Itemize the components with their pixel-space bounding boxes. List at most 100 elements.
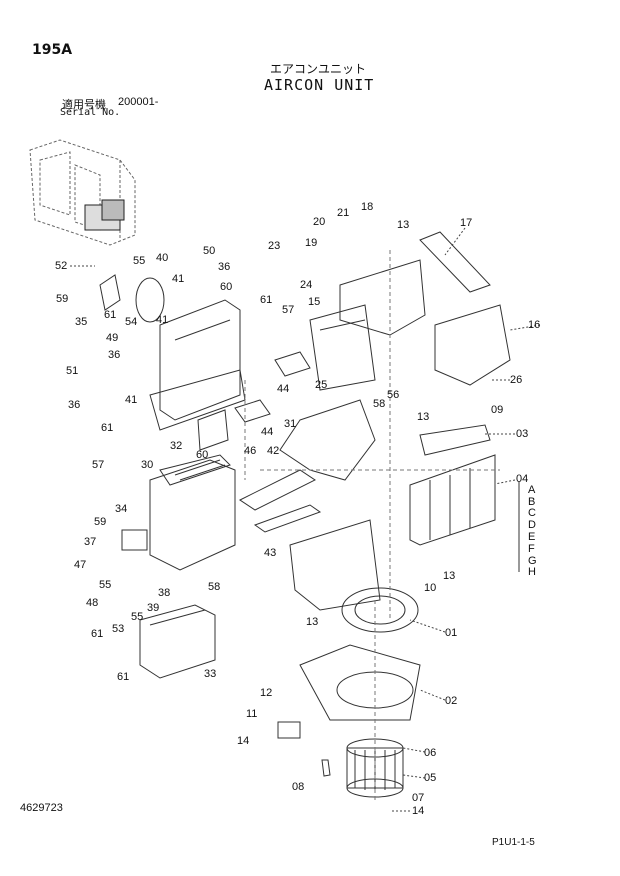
callout-60: 60 [196, 449, 209, 461]
callout-56: 56 [387, 389, 400, 401]
callout-51: 51 [66, 365, 79, 377]
callout-02: 02 [445, 695, 458, 707]
variant-b: B [528, 496, 536, 508]
callout-46: 46 [244, 445, 257, 457]
callout-36: 36 [218, 261, 231, 273]
callout-36: 36 [108, 349, 121, 361]
page-title: AIRCON UNIT [264, 76, 375, 94]
callout-09: 09 [491, 404, 504, 416]
page-code: 195A [32, 42, 73, 58]
callout-57: 57 [92, 459, 105, 471]
variant-a: A [528, 484, 536, 496]
callout-16: 16 [528, 319, 541, 331]
resistor-11 [277, 721, 301, 739]
callout-43: 43 [264, 547, 277, 559]
callout-55: 55 [133, 255, 146, 267]
callout-42: 42 [267, 445, 280, 457]
heater-core-33 [139, 604, 216, 679]
assembly-guide-lines [244, 250, 500, 800]
upper-case-15 [339, 259, 426, 336]
callout-38: 38 [158, 587, 171, 599]
variant-e: E [528, 531, 536, 543]
duct-30 [149, 454, 236, 571]
lower-case-02 [299, 644, 421, 721]
variant-f: F [528, 543, 535, 555]
callout-23: 23 [268, 240, 281, 252]
variant-h: H [528, 566, 536, 578]
damper-40 [135, 277, 165, 323]
filter-17 [419, 231, 491, 293]
plate-43 [253, 504, 322, 533]
callout-34: 34 [115, 503, 128, 515]
callout-17: 17 [460, 217, 473, 229]
callout-10: 10 [424, 582, 437, 594]
callout-61: 61 [260, 294, 273, 306]
callout-14: 14 [412, 805, 425, 817]
callout-13: 13 [417, 411, 430, 423]
serial-number-value: 200001- [118, 96, 159, 108]
callout-11: 11 [246, 708, 258, 720]
callout-41: 41 [156, 314, 169, 326]
callout-48: 48 [86, 597, 99, 609]
variant-g: G [528, 555, 537, 567]
callout-37: 37 [84, 536, 97, 548]
callout-41: 41 [125, 394, 138, 406]
callout-55: 55 [131, 611, 144, 623]
callout-07: 07 [412, 792, 425, 804]
callout-06: 06 [424, 747, 437, 759]
callout-57: 57 [282, 304, 295, 316]
callout-41: 41 [172, 273, 185, 285]
document-number: 4629723 [20, 802, 63, 814]
serial-label-japanese: 適用号機 [62, 98, 106, 111]
serial-label: Serial No. [60, 107, 121, 118]
callout-12: 12 [260, 687, 273, 699]
door-44a [274, 351, 311, 377]
callout-32: 32 [170, 440, 183, 452]
callout-13: 13 [306, 616, 319, 628]
callout-49: 49 [106, 332, 119, 344]
callout-61: 61 [104, 309, 117, 321]
callout-47: 47 [74, 559, 87, 571]
callout-14: 14 [237, 735, 250, 747]
variant-c: C [528, 507, 536, 519]
callout-44: 44 [261, 426, 274, 438]
blower-case-01 [289, 519, 419, 633]
bracket-35 [99, 274, 121, 311]
callout-04: 04 [516, 473, 529, 485]
callout-15: 15 [308, 296, 321, 308]
title-japanese: エアコンユニット [270, 62, 367, 76]
callout-44: 44 [277, 383, 290, 395]
callout-30: 30 [141, 459, 154, 471]
callout-59: 59 [56, 293, 69, 305]
filter-25 [309, 304, 376, 391]
callout-21: 21 [337, 207, 350, 219]
callout-53: 53 [112, 623, 125, 635]
callout-31: 31 [284, 418, 297, 430]
callout-03: 03 [516, 428, 529, 440]
callout-39: 39 [147, 602, 160, 614]
callout-19: 19 [305, 237, 318, 249]
callout-50: 50 [203, 245, 216, 257]
cover-03 [419, 424, 491, 456]
callout-52: 52 [55, 260, 68, 272]
callout-36: 36 [68, 399, 81, 411]
case-left-32 [149, 299, 246, 431]
callout-61: 61 [101, 422, 114, 434]
leader-lines [70, 227, 541, 812]
callout-18: 18 [361, 201, 374, 213]
page-reference: P1U1-1-5 [492, 837, 535, 848]
callout-61: 61 [91, 628, 104, 640]
callout-20: 20 [313, 216, 326, 228]
callout-58: 58 [373, 398, 386, 410]
callout-13: 13 [443, 570, 456, 582]
callout-55: 55 [99, 579, 112, 591]
callout-35: 35 [75, 316, 88, 328]
evaporator-04 [409, 454, 496, 546]
callout-61: 61 [117, 671, 130, 683]
cab-aircon-unit-thumbnail [84, 199, 125, 231]
callout-40: 40 [156, 252, 169, 264]
connector-08 [321, 759, 331, 777]
callout-25: 25 [315, 379, 328, 391]
plate-42 [239, 469, 316, 511]
